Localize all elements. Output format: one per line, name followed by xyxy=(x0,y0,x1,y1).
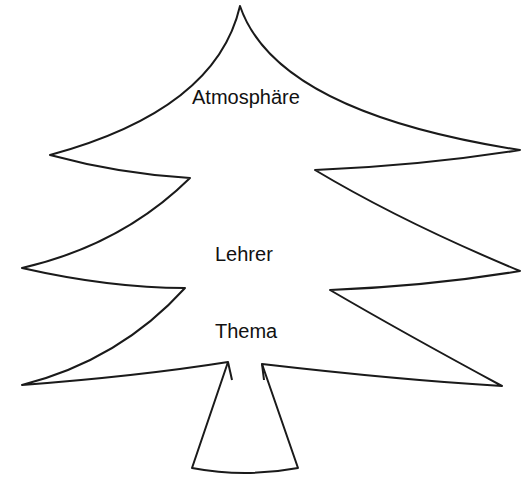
trunk-line xyxy=(228,362,232,380)
tree-label: Thema xyxy=(215,319,277,343)
tree-label: Lehrer xyxy=(215,242,273,266)
tree-shape xyxy=(22,6,520,473)
trunk-line xyxy=(262,364,264,380)
tree-label: Atmosphäre xyxy=(192,85,300,109)
